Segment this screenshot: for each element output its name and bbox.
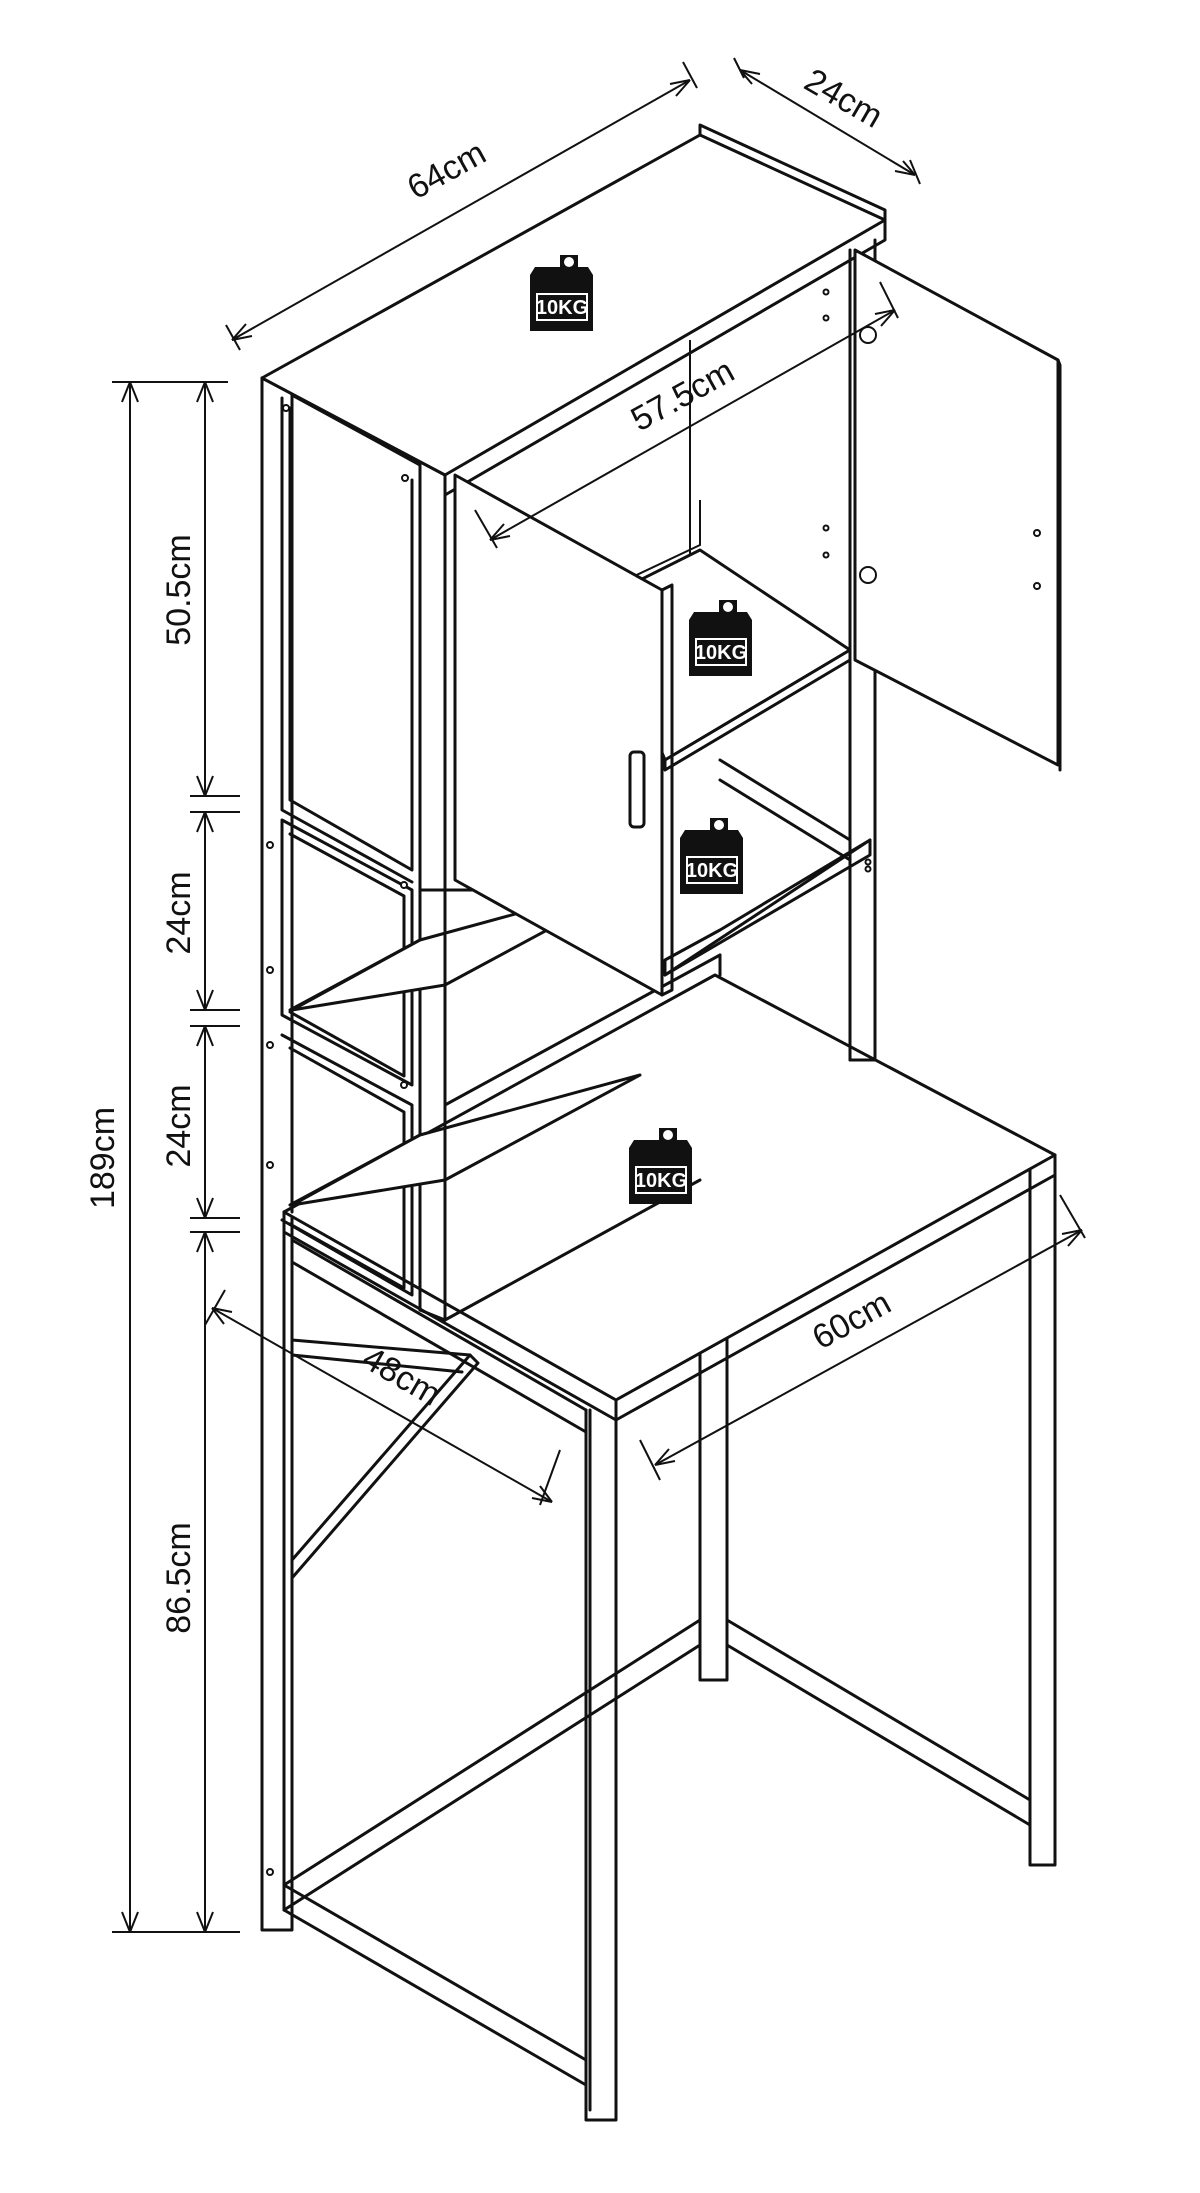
dimension-total-height: 189cm xyxy=(84,381,240,1933)
frame-holes xyxy=(266,404,409,1876)
svg-text:189cm: 189cm xyxy=(84,1107,122,1209)
svg-text:57.5cm: 57.5cm xyxy=(625,352,741,439)
svg-text:10KG: 10KG xyxy=(635,1170,687,1192)
dimension-shelf-gap-1: 24cm xyxy=(160,811,240,1027)
door-handle[interactable] xyxy=(628,750,646,829)
svg-text:24cm: 24cm xyxy=(798,61,889,135)
svg-text:10KG: 10KG xyxy=(536,297,588,319)
load-badge-top: 10KG xyxy=(530,255,593,331)
svg-text:10KG: 10KG xyxy=(695,642,747,664)
svg-text:60cm: 60cm xyxy=(806,1284,897,1358)
right-door[interactable] xyxy=(853,248,1062,772)
dimension-desk-height: 86.5cm xyxy=(160,1231,214,1933)
svg-text:64cm: 64cm xyxy=(401,134,492,208)
load-badge-open-shelf: 10KG xyxy=(680,818,743,894)
left-door[interactable] xyxy=(453,473,674,997)
svg-text:24cm: 24cm xyxy=(160,1084,198,1167)
dimension-upper-section: 50.5cm xyxy=(160,381,240,813)
svg-text:10KG: 10KG xyxy=(686,860,738,882)
svg-text:86.5cm: 86.5cm xyxy=(160,1522,198,1634)
hinge-cup-icon xyxy=(859,326,877,344)
dimension-shelf-gap-2: 24cm xyxy=(160,1025,240,1233)
load-badge-desk: 10KG xyxy=(629,1128,692,1204)
hinge-cup-icon xyxy=(859,566,877,584)
svg-text:50.5cm: 50.5cm xyxy=(160,534,198,646)
load-badge-cabinet-shelf: 10KG xyxy=(689,600,752,676)
svg-text:24cm: 24cm xyxy=(160,871,198,954)
desk-frame xyxy=(260,376,1057,2122)
